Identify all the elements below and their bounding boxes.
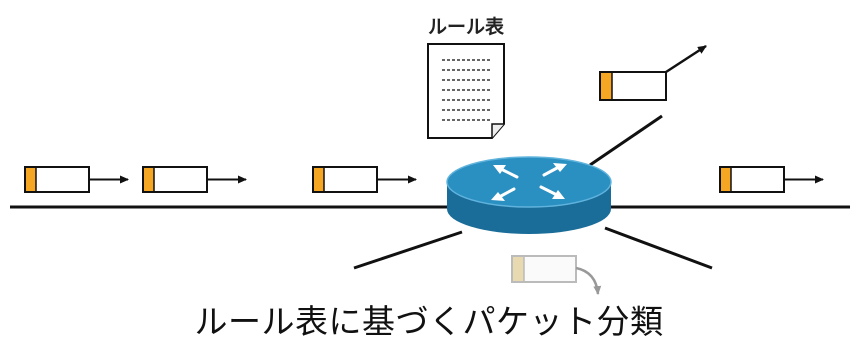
packet-icon bbox=[599, 71, 667, 101]
drop-arrow bbox=[575, 266, 602, 295]
dropped-packet-icon bbox=[511, 255, 577, 283]
packet-icon bbox=[312, 166, 417, 193]
network-branch-upper-right bbox=[589, 114, 663, 167]
network-branch-lower-left bbox=[353, 230, 463, 270]
packet-icon bbox=[24, 166, 129, 193]
diagram-caption: ルール表に基づくパケット分類 bbox=[194, 302, 664, 341]
rule-table-document-icon bbox=[427, 43, 505, 139]
packet-icon bbox=[142, 166, 247, 193]
packet-icon bbox=[719, 166, 824, 193]
rule-table-title: ルール表 bbox=[428, 15, 505, 38]
forward-arrow bbox=[665, 44, 707, 74]
router-icon bbox=[446, 156, 612, 234]
network-branch-lower-right bbox=[604, 226, 713, 270]
